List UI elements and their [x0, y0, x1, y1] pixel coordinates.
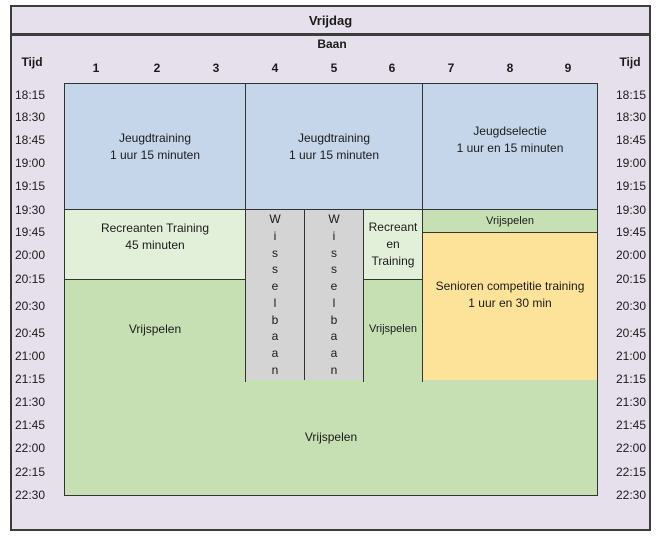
wisselbaan-letter: n	[330, 362, 338, 377]
baan-label: Baan	[317, 37, 347, 51]
time-label: 21:00	[14, 349, 46, 363]
vrijspelen-label: Vrijspelen	[369, 322, 417, 335]
vrijspelen-label: Vrijspelen	[128, 321, 182, 336]
time-label: 22:00	[615, 441, 647, 455]
wisselbaan-letter: a	[330, 329, 338, 344]
wisselbaan-letter: b	[271, 312, 279, 327]
wisselbaan-letter: l	[332, 295, 336, 310]
lane-number-8: 8	[506, 61, 514, 75]
time-label: 20:15	[14, 272, 46, 286]
wisselbaan-letter: b	[330, 312, 338, 327]
vrijspelen-label: Vrijspelen	[486, 214, 534, 227]
wisselbaan-letter: s	[272, 245, 278, 260]
vrijspelen-lane6-block: Vrijspelen	[363, 279, 423, 382]
time-label: 21:45	[14, 418, 46, 432]
wisselbaan-letter: a	[271, 329, 279, 344]
time-label: 19:15	[14, 179, 46, 193]
time-label: 21:45	[615, 418, 647, 432]
lane-number-7: 7	[447, 61, 455, 75]
recreanten-label: Recreanten Training 45 minuten	[100, 220, 210, 252]
lane-number-6: 6	[388, 61, 396, 75]
senioren-competitie-block: Senioren competitie training 1 uur en 30…	[422, 232, 598, 381]
wisselbaan-letter: i	[332, 228, 336, 243]
time-label: 21:15	[14, 372, 46, 386]
time-label: 20:00	[615, 248, 647, 262]
lane-number-9: 9	[564, 61, 572, 75]
wisselbaan-letter: W	[269, 212, 281, 226]
recreanten-training-block-6: Recreant en Training	[363, 209, 423, 280]
wisselbaan-letter: e	[330, 279, 338, 294]
time-label: 18:30	[14, 110, 46, 124]
time-label: 20:30	[615, 299, 647, 313]
jeugdtraining-block-2: Jeugdtraining 1 uur 15 minuten	[245, 83, 423, 210]
time-label: 22:00	[14, 441, 46, 455]
time-label: 20:15	[615, 272, 647, 286]
wisselbaan-letter: n	[271, 362, 279, 377]
time-label: 20:45	[615, 326, 647, 340]
time-label: 19:45	[14, 225, 46, 239]
wisselbaan-letter: a	[271, 346, 279, 361]
time-label: 21:30	[615, 395, 647, 409]
time-label: 19:30	[14, 203, 46, 217]
lane-number-4: 4	[271, 61, 279, 75]
title-divider	[10, 34, 651, 36]
lane-number-2: 2	[153, 61, 161, 75]
time-label: 21:30	[14, 395, 46, 409]
recreanten-6-label: Recreant en Training	[368, 220, 418, 268]
time-label: 19:00	[14, 156, 46, 170]
time-label: 22:30	[14, 488, 46, 502]
time-label: 20:45	[14, 326, 46, 340]
jeugdselectie-label: Jeugdselectie 1 uur en 15 minuten	[456, 123, 564, 155]
wisselbaan-letter: i	[273, 228, 277, 243]
time-label: 18:30	[615, 110, 647, 124]
time-label: 19:00	[615, 156, 647, 170]
jeugdselectie-block: Jeugdselectie 1 uur en 15 minuten	[422, 83, 598, 210]
wisselbaan-letter: W	[328, 212, 340, 226]
senioren-label: Senioren competitie training 1 uur en 30…	[435, 278, 585, 310]
time-label: 22:15	[615, 465, 647, 479]
time-label: 19:15	[615, 179, 647, 193]
jeugdtraining-block-1: Jeugdtraining 1 uur 15 minuten	[64, 83, 246, 210]
vrijspelen-top-block: Vrijspelen	[422, 209, 598, 233]
wisselbaan-letter: e	[271, 279, 279, 294]
recreanten-training-block: Recreanten Training 45 minuten	[64, 209, 246, 280]
time-label: 20:30	[14, 299, 46, 313]
wisselbaan-letter: a	[330, 346, 338, 361]
lane-number-1: 1	[92, 61, 100, 75]
vrijspelen-label: Vrijspelen	[304, 430, 358, 444]
time-label: 22:15	[14, 465, 46, 479]
jeugdtraining-label: Jeugdtraining 1 uur 15 minuten	[109, 130, 201, 162]
time-label: 22:30	[615, 488, 647, 502]
tijd-label-left: Tijd	[21, 55, 43, 69]
time-label: 21:00	[615, 349, 647, 363]
time-label: 18:45	[615, 133, 647, 147]
jeugdtraining-label: Jeugdtraining 1 uur 15 minuten	[288, 130, 380, 162]
time-label: 18:15	[14, 88, 46, 102]
wisselbaan-letter: s	[331, 245, 337, 260]
tijd-label-right: Tijd	[619, 55, 641, 69]
vrijspelen-bottom-block: Vrijspelen	[64, 380, 598, 496]
wisselbaan-letter: s	[272, 262, 278, 277]
vrijspelen-left-block: Vrijspelen	[64, 279, 246, 382]
time-label: 18:45	[14, 133, 46, 147]
wisselbaan-letter: s	[331, 262, 337, 277]
lane-number-5: 5	[330, 61, 338, 75]
time-label: 19:30	[615, 203, 647, 217]
time-label: 21:15	[615, 372, 647, 386]
lane-number-3: 3	[212, 61, 220, 75]
wisselbaan-letter: l	[273, 295, 277, 310]
schedule-title: Vrijdag	[10, 5, 651, 35]
time-label: 19:45	[615, 225, 647, 239]
time-label: 20:00	[14, 248, 46, 262]
time-label: 18:15	[615, 88, 647, 102]
